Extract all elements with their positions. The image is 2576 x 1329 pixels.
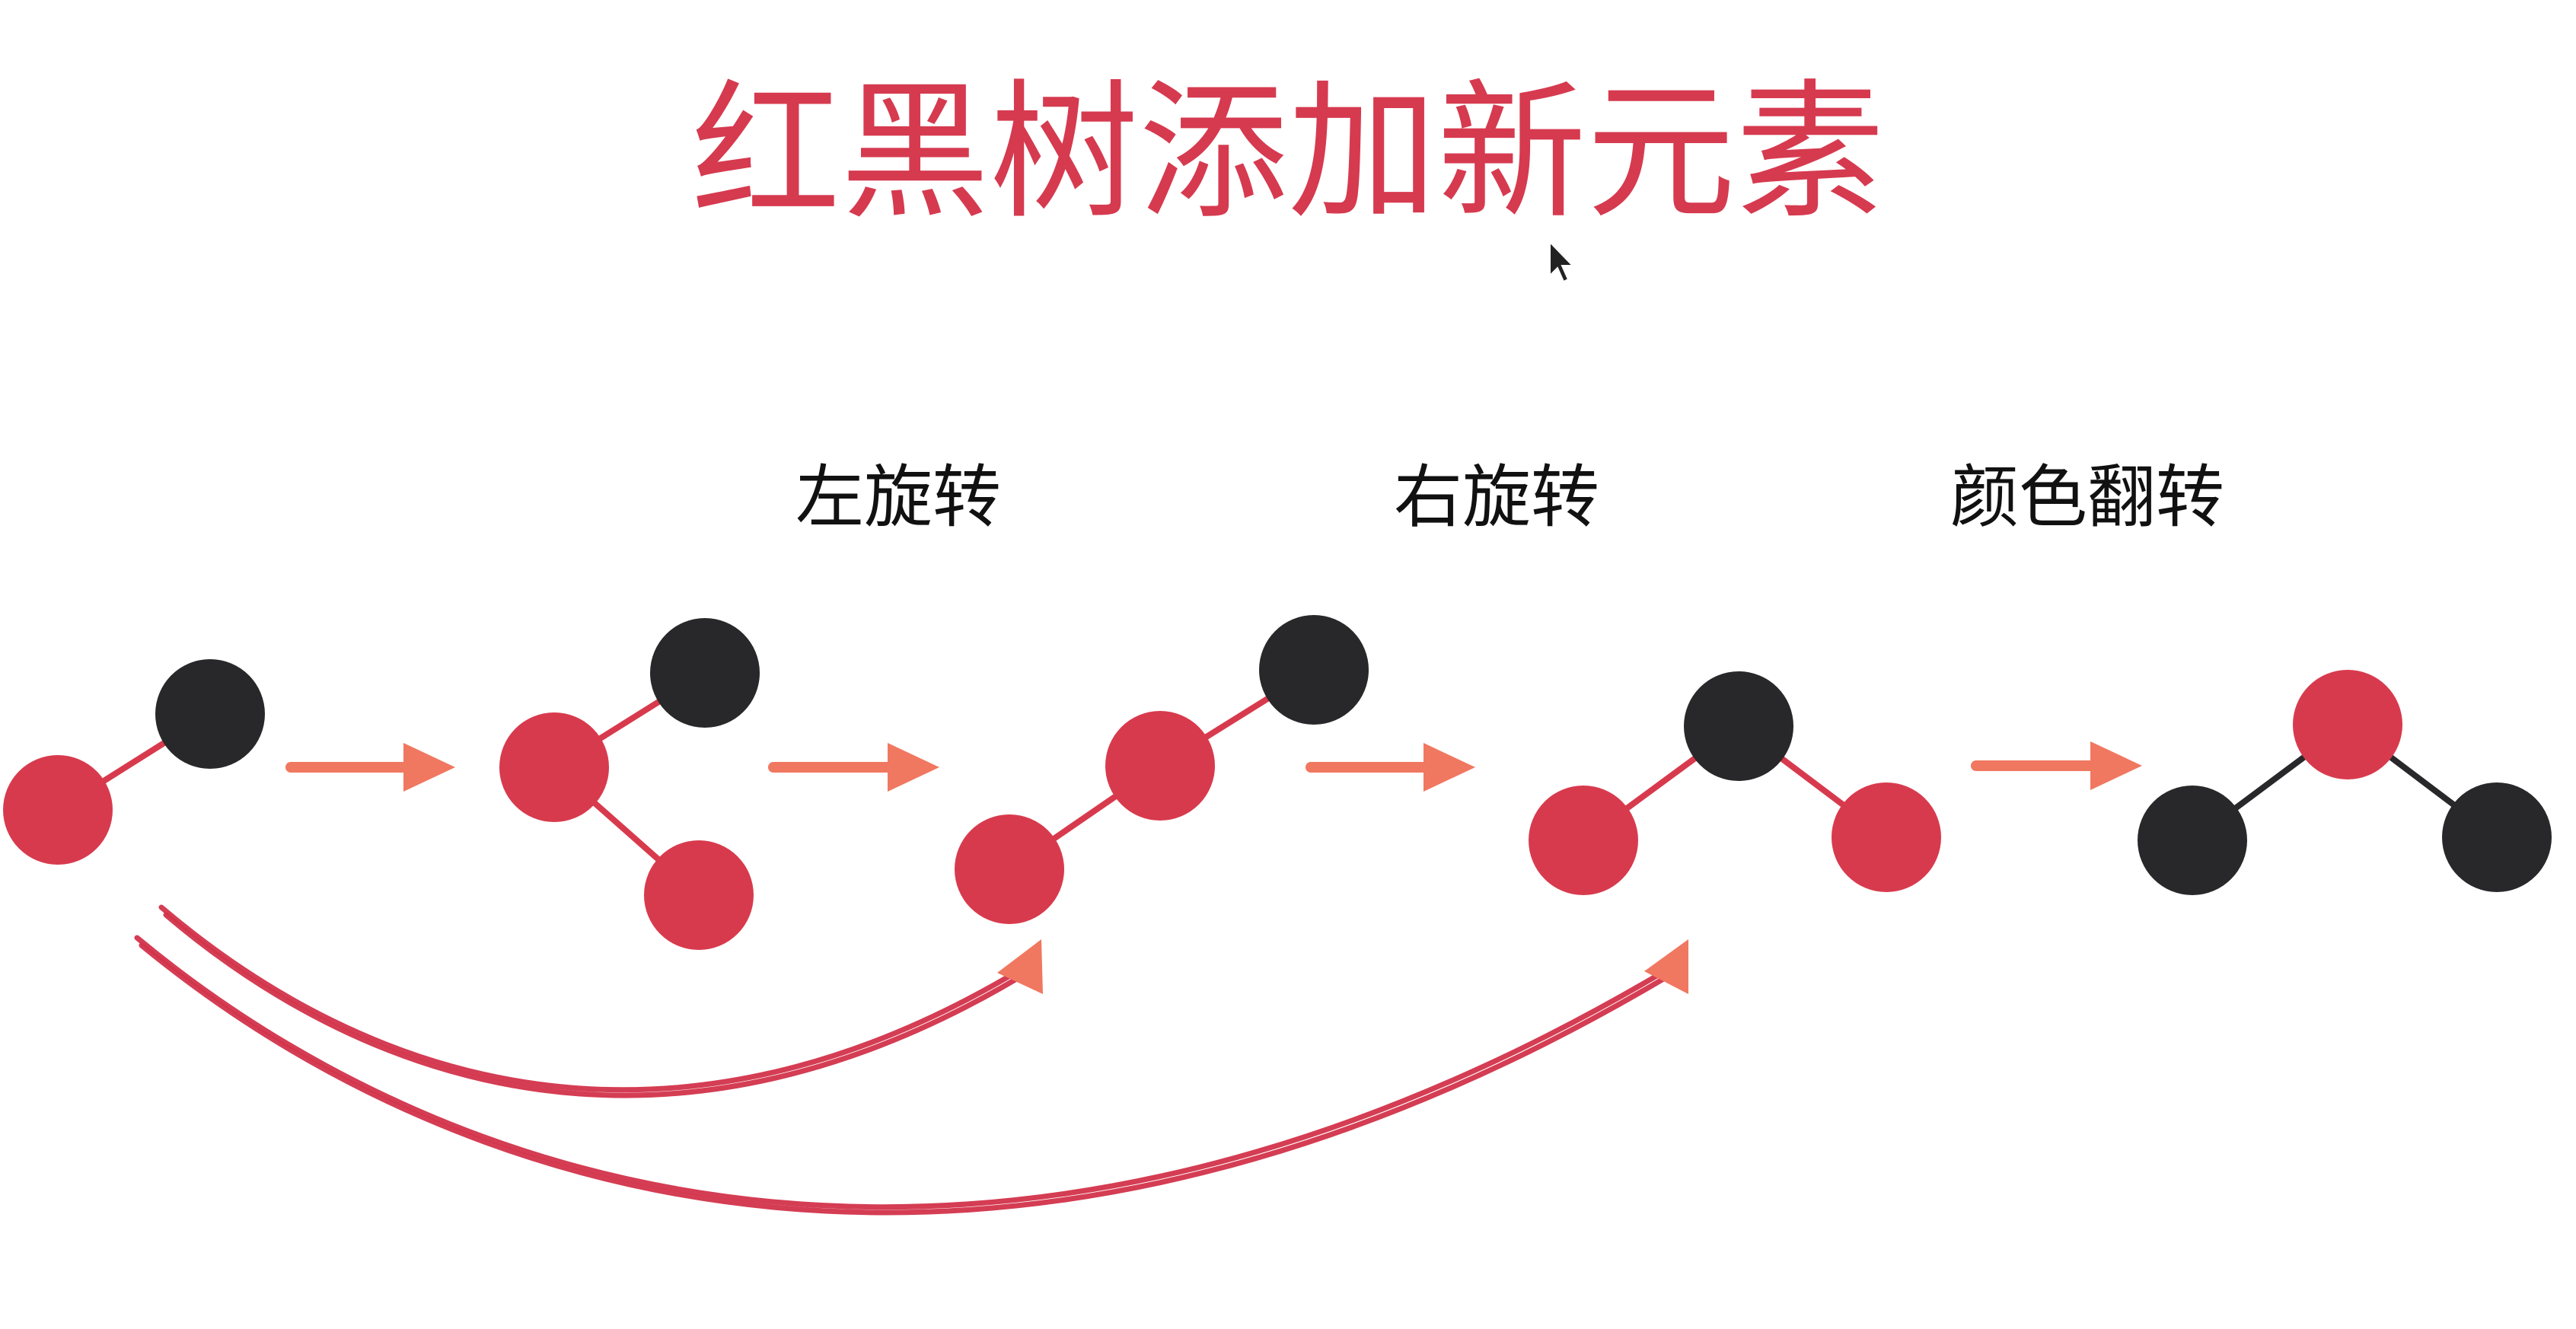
label-right-rotate: 右旋转: [1394, 457, 1599, 537]
curve-arrow-long-head: [1644, 939, 1688, 994]
tree-1-node-b-red: [3, 755, 113, 865]
step-arrow-2: [768, 743, 939, 792]
step-arrow-3: [1306, 743, 1475, 792]
label-left-rotate: 左旋转: [795, 457, 1001, 537]
tree-5-node-c-black: [2442, 782, 2552, 892]
curve-arrow-short-head: [997, 939, 1043, 994]
curve-arrow-to-tree-4: [134, 935, 1688, 1216]
label-color-flip: 颜色翻转: [1950, 457, 2224, 537]
tree-2-node-b-red: [499, 712, 609, 822]
tree-5-node-a-red: [2293, 670, 2402, 779]
curve-arrow-to-tree-3: [158, 904, 1043, 1098]
tree-2: [499, 618, 760, 950]
tree-1-node-a-black: [155, 659, 265, 769]
trees-layer: [3, 615, 2552, 950]
tree-5: [2138, 670, 2552, 895]
tree-4: [1529, 671, 1941, 895]
tree-2-node-a-black: [650, 618, 760, 728]
tree-2-node-c-red: [644, 840, 754, 950]
mouse-cursor-icon: [1549, 240, 1575, 283]
curve-arrow-long-shaft: [134, 935, 1685, 1210]
tree-3-node-c-red: [955, 814, 1064, 924]
tree-3: [955, 615, 1369, 924]
step-arrow-1: [285, 743, 455, 792]
curve-arrow-short-shaft: [158, 904, 1038, 1093]
tree-3-node-b-red: [1105, 711, 1215, 821]
step-arrow-4: [1971, 741, 2142, 790]
tree-5-node-b-black: [2138, 786, 2247, 895]
tree-4-node-b-red: [1529, 786, 1638, 895]
tree-4-node-a-black: [1684, 671, 1793, 781]
tree-1: [3, 659, 265, 865]
tree-4-node-c-red: [1832, 782, 1941, 892]
tree-3-node-a-black: [1259, 615, 1369, 725]
slide-title: 红黑树添加新元素: [691, 66, 1885, 240]
